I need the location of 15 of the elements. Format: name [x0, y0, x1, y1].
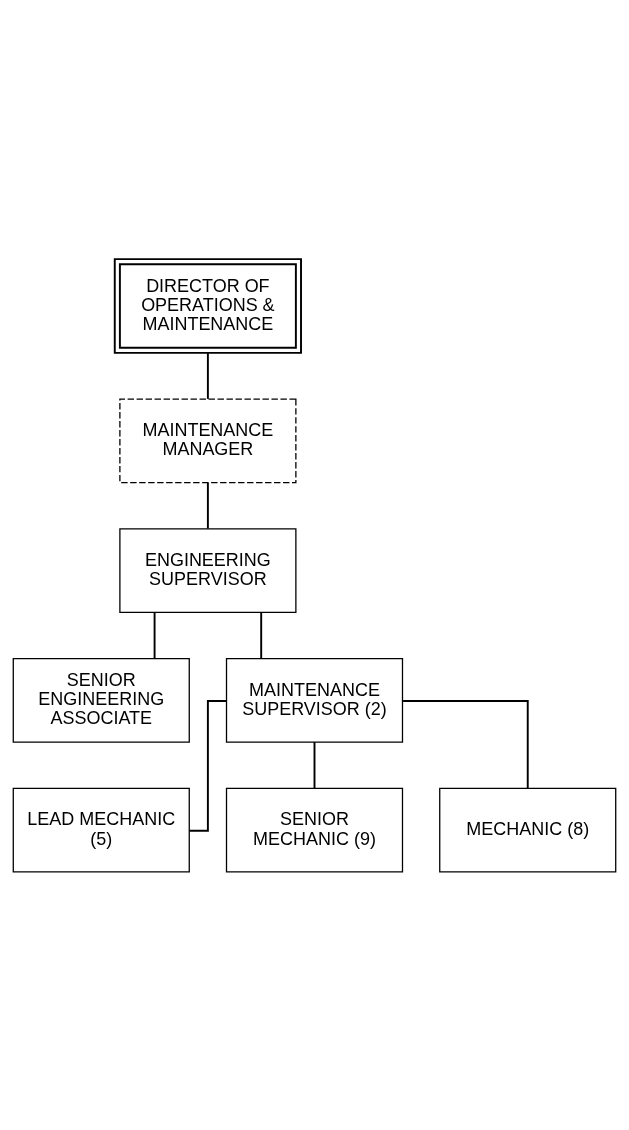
node-box: MAINTENANCE MANAGER [119, 398, 297, 483]
node-box: DIRECTOR OF OPERATIONS & MAINTENANCE [113, 257, 302, 354]
connector [402, 699, 529, 789]
node-box: MAINTENANCE SUPERVISOR (2) [225, 657, 404, 743]
node-box: ENGINEERING SUPERVISOR [119, 527, 297, 613]
connector [206, 481, 209, 529]
node-box: SENIOR ENGINEERING ASSOCIATE [12, 657, 190, 743]
node-box: MECHANIC (8) [439, 787, 617, 872]
connector [313, 740, 316, 789]
node-box: SENIOR MECHANIC (9) [225, 787, 404, 872]
connector [206, 351, 209, 400]
connector [153, 610, 156, 659]
connector [188, 699, 228, 832]
node-box: LEAD MECHANIC (5) [12, 787, 190, 872]
connector [260, 610, 263, 659]
